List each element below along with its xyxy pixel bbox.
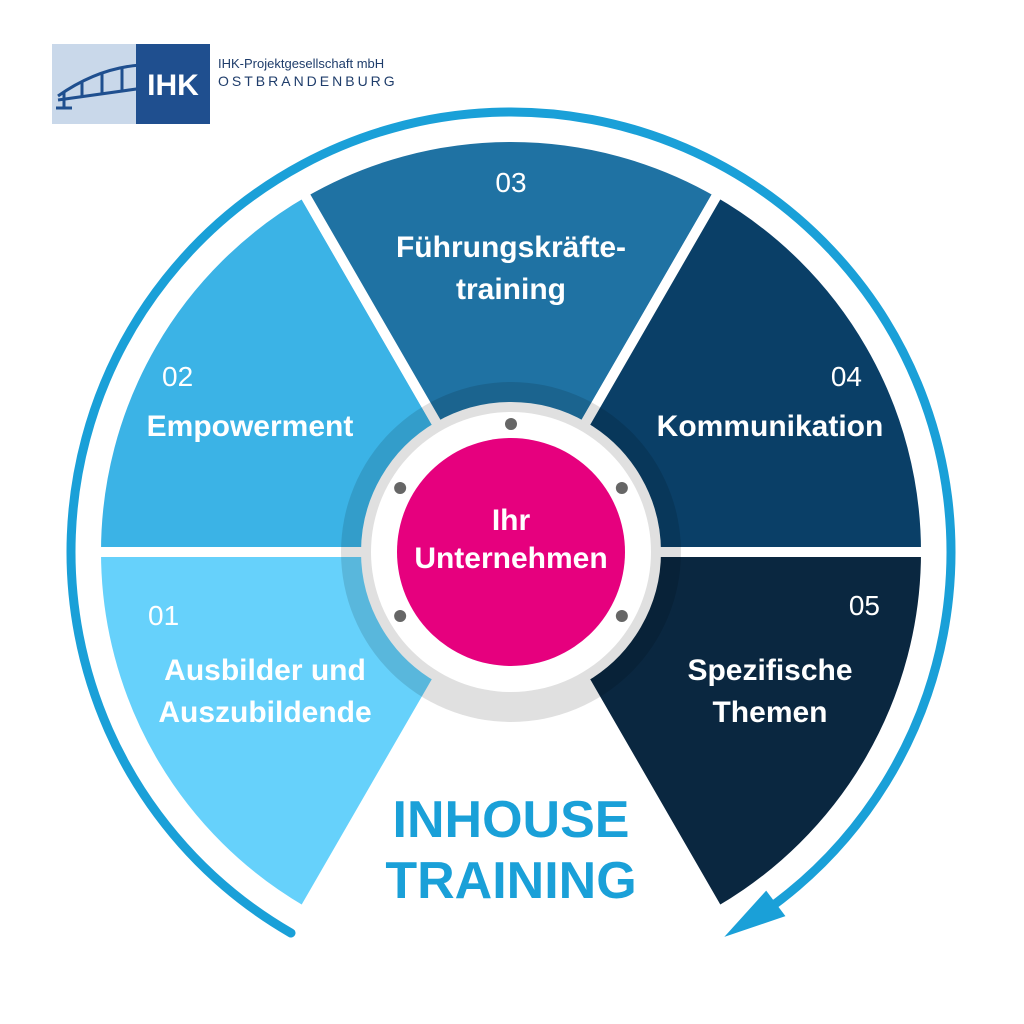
segment-03: [298, 132, 724, 432]
ring-dot: [615, 610, 628, 622]
segment-label-line1: Ausbilder und: [164, 654, 366, 687]
segment-number: 03: [495, 167, 526, 198]
logo-ihk-block: [136, 44, 210, 124]
segment-label-line1: Spezifische: [687, 654, 852, 687]
ring-dot: [615, 482, 628, 494]
segment-number: 05: [849, 590, 880, 621]
segment-01: [91, 547, 444, 917]
segment-05: [578, 547, 931, 917]
ring-dot: [394, 610, 407, 622]
logo-line1: IHK-Projektgesellschaft mbH: [218, 56, 384, 71]
title-line1: INHOUSE: [393, 791, 630, 849]
company-logo: IHK IHK-Projektgesellschaft mbH OSTBRAND…: [52, 44, 398, 124]
segment-label-line1: Empowerment: [147, 410, 354, 443]
segment-label-line1: Kommunikation: [657, 410, 884, 443]
segment-label-line2: Themen: [712, 696, 827, 729]
segment-label-line1: Führungskräfte-: [396, 231, 626, 264]
ring-dot: [505, 418, 517, 430]
logo-ihk-text: IHK: [147, 69, 199, 102]
title-line2: TRAINING: [385, 852, 636, 910]
segment-label-line2: Auszubildende: [158, 696, 371, 729]
center-label-line1: Ihr: [492, 504, 531, 537]
circular-arrow-icon: [66, 107, 956, 938]
segment-number: 04: [831, 361, 862, 392]
ring-dot: [394, 482, 407, 494]
logo-line2: OSTBRANDENBURG: [218, 73, 398, 89]
segment-number: 01: [148, 600, 179, 631]
arrow-head-icon: [724, 890, 786, 937]
segment-label-line2: training: [456, 273, 566, 306]
segment-04: [578, 187, 931, 557]
center-circle: [397, 438, 625, 666]
center-label-line2: Unternehmen: [414, 542, 607, 575]
segment-number: 02: [162, 361, 193, 392]
